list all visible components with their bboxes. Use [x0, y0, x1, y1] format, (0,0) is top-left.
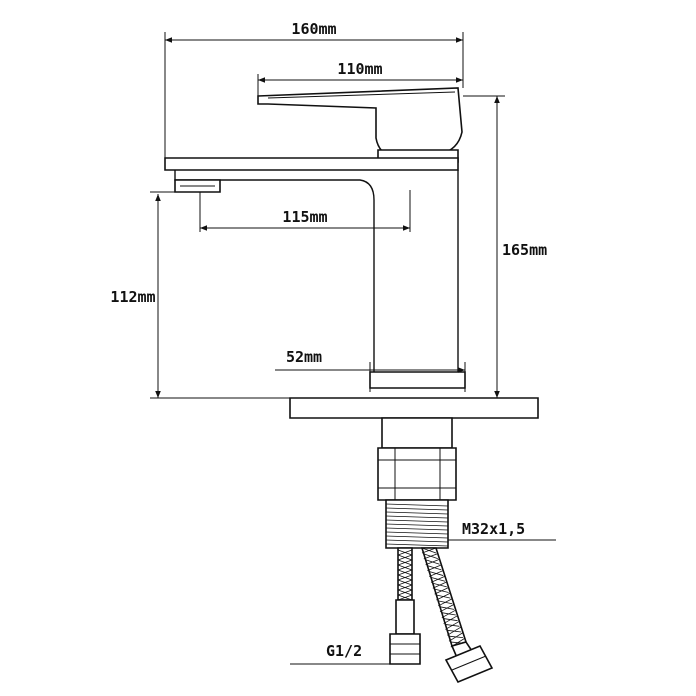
label-thread: M32x1,5: [462, 520, 525, 538]
dim-spout-height: 112mm: [110, 288, 155, 306]
hose-right-braid: [421, 547, 466, 648]
body-base-ring: [369, 371, 466, 389]
lever-handle: [257, 87, 463, 157]
label-connection: G1/2: [326, 642, 362, 660]
hose-left-braid: [397, 549, 413, 601]
deck-plate: [289, 397, 539, 419]
dim-body-width: 52mm: [286, 348, 322, 366]
mounting-nut: [377, 447, 457, 501]
hose-left-nut: [389, 633, 421, 665]
dim-overall-width: 160mm: [291, 20, 336, 38]
spout-arm: [164, 157, 459, 171]
shank: [381, 417, 453, 449]
dimension-lines: [150, 32, 556, 665]
thread-lines: [385, 503, 449, 547]
dim-total-height: 165mm: [502, 241, 547, 259]
dim-lever-length: 110mm: [337, 60, 382, 78]
faucet-outline: [164, 87, 539, 684]
dim-spout-reach: 115mm: [282, 208, 327, 226]
hose-right-nut: [444, 644, 494, 684]
